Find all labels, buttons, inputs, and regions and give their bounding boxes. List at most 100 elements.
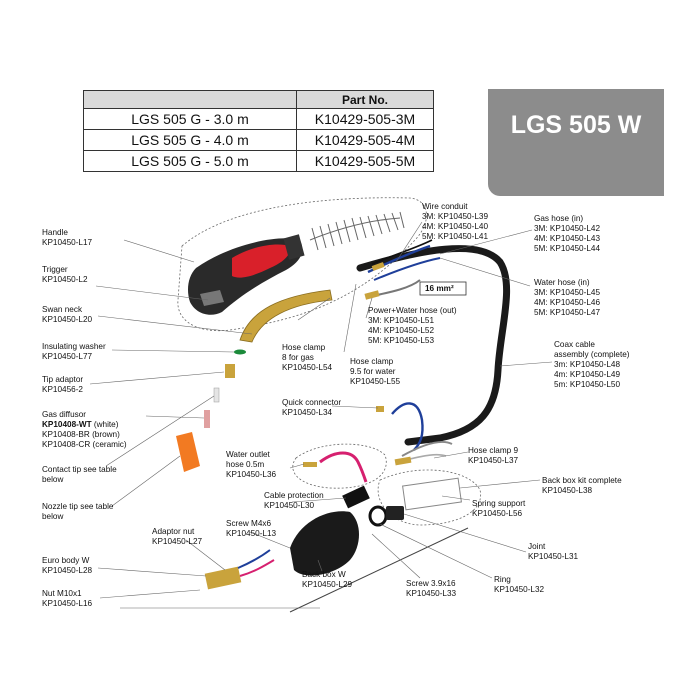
brass-fitting: [371, 262, 385, 271]
label-part-no: KP10450-L56: [472, 509, 523, 518]
table-row: LGS 505 G - 4.0 m K10429-505-4M: [83, 129, 434, 151]
label-gas-hose: Gas hose (in) 3M: KP10450-L42 4M: KP1045…: [534, 214, 600, 254]
label-screw-39: Screw 3.9x16 KP10450-L33: [406, 579, 456, 599]
blue-hose-lower: [391, 402, 424, 451]
handle-group-outline: [177, 197, 427, 332]
label-part-no: KP10450-L77: [42, 352, 93, 361]
gas-diffusor: [204, 410, 210, 428]
label-title: Gas hose (in): [534, 214, 584, 223]
brass-fitting: [394, 456, 412, 466]
label-coax-cable: Coax cable assembly (complete) 3m: KP104…: [554, 340, 630, 390]
brass-fitting: [303, 462, 317, 467]
label-title: Back box W: [302, 570, 346, 579]
label-part-no: KP10450-L38: [542, 486, 593, 495]
label-part-no: 4m: KP10450-L49: [554, 370, 620, 379]
gas-hose: [373, 257, 441, 281]
mm2-box: [419, 281, 467, 296]
label-part-no: 4M: KP10450-L43: [534, 234, 600, 243]
part-no-bold: KP10408-WT: [42, 420, 92, 429]
label-part-no: 4M: KP10450-L46: [534, 298, 600, 307]
label-part-no: 5M: KP10450-L47: [534, 308, 600, 317]
title-banner: LGS 505 W: [488, 89, 664, 196]
label-part-no: KP10450-L13: [226, 529, 277, 538]
label-part-no: 4M: KP10450-L52: [368, 326, 434, 335]
label-title: Tip adaptor: [42, 375, 84, 384]
joint-part: [386, 506, 404, 520]
label-title: below: [42, 475, 64, 484]
grey-hose-lower: [401, 440, 453, 457]
label-title: 8 for gas: [282, 353, 314, 362]
label-part-no: KP10456-2: [42, 385, 83, 394]
contact-tip: [213, 387, 220, 403]
euro-body-hoses: [237, 549, 271, 569]
label-gas-diffusor: Gas diffusor KP10408-WT (white) KP10408-…: [42, 410, 127, 450]
label-part-no: KP10450-L33: [406, 589, 457, 598]
label-part-no: 3m: KP10450-L48: [554, 360, 620, 369]
label-title: Trigger: [42, 265, 68, 274]
label-part-no: KP10450-L28: [42, 566, 93, 575]
label-back-box-w: Back box W KP10450-L29: [302, 570, 352, 590]
insulating-washer: [234, 349, 246, 355]
label-water-outlet: Water outlet hose 0.5m KP10450-L36: [226, 450, 276, 480]
label-part-no: 3M: KP10450-L42: [534, 224, 600, 233]
label-16mm2: 16 mm²: [425, 284, 454, 293]
handle-spring: [309, 211, 405, 251]
label-part-no: 3M: KP10450-L45: [534, 288, 600, 297]
label-part-no: KP10450-L30: [264, 501, 315, 510]
label-title: assembly (complete): [554, 350, 630, 359]
part-no-note: (white): [91, 420, 119, 429]
water-hose-in: [371, 239, 433, 265]
label-title: Joint: [528, 542, 546, 551]
label-power-water-hose: Power+Water hose (out) 3M: KP10450-L51 4…: [368, 306, 457, 346]
power-water-hose: [371, 279, 421, 297]
back-box: [290, 511, 359, 576]
euro-body-hoses: [239, 559, 275, 577]
swan-neck: [239, 289, 333, 343]
label-part-no: KP10450-L20: [42, 315, 93, 324]
label-joint: Joint KP10450-L31: [528, 542, 578, 562]
brass-fitting: [364, 290, 380, 300]
label-title: Wire conduit: [422, 202, 468, 211]
table-cell-model: LGS 505 G - 5.0 m: [83, 150, 297, 172]
label-part-no: KP10450-L54: [282, 363, 333, 372]
label-part-no: 3M: KP10450-L51: [368, 316, 434, 325]
label-euro-body: Euro body W KP10450-L28: [42, 556, 92, 576]
label-nozzle-tip: Nozzle tip see table below: [42, 502, 113, 522]
label-title: Adaptor nut: [152, 527, 195, 536]
label-contact-tip: Contact tip see table below: [42, 465, 117, 485]
label-part-no: 3M: KP10450-L39: [422, 212, 488, 221]
label-title: Hose clamp: [282, 343, 326, 352]
label-tip-adaptor: Tip adaptor KP10456-2: [42, 375, 83, 395]
quick-connector-part: [376, 406, 384, 412]
label-part-no: KP10450-L55: [350, 377, 401, 386]
label-title: hose 0.5m: [226, 460, 265, 469]
label-part-no: KP10450-L34: [282, 408, 333, 417]
water-outlet-group-outline: [292, 443, 387, 489]
table-header-cell: Part No.: [296, 90, 434, 109]
label-quick-connector: Quick connector KP10450-L34: [282, 398, 341, 418]
spring-support: [402, 477, 462, 511]
nozzle: [176, 432, 200, 472]
water-outlet-hose: [319, 451, 368, 483]
table-row: LGS 505 G - 5.0 m K10429-505-5M: [83, 150, 434, 172]
label-title: Hose clamp: [350, 357, 394, 366]
table-cell-model: LGS 505 G - 3.0 m: [83, 108, 297, 130]
label-title: Back box kit complete: [542, 476, 622, 485]
label-part-no: KP10450-L32: [494, 585, 545, 594]
table-header-row: Part No.: [83, 90, 434, 109]
table-row: LGS 505 G - 3.0 m K10429-505-3M: [83, 108, 434, 130]
label-title: 9.5 for water: [350, 367, 396, 376]
tip-adaptor: [225, 364, 235, 378]
label-title: Nozzle tip see table: [42, 502, 114, 511]
coax-cable: [356, 245, 511, 446]
trigger: [200, 290, 224, 306]
label-wire-conduit: Wire conduit 3M: KP10450-L39 4M: KP10450…: [422, 202, 488, 242]
label-part-no: 5m: KP10450-L50: [554, 380, 620, 389]
label-part-no: KP10450-L27: [152, 537, 203, 546]
ring-part: [368, 505, 388, 527]
label-title: Gas diffusor: [42, 410, 86, 419]
euro-body: [204, 566, 242, 590]
label-part-no: KP10450-L37: [468, 456, 519, 465]
